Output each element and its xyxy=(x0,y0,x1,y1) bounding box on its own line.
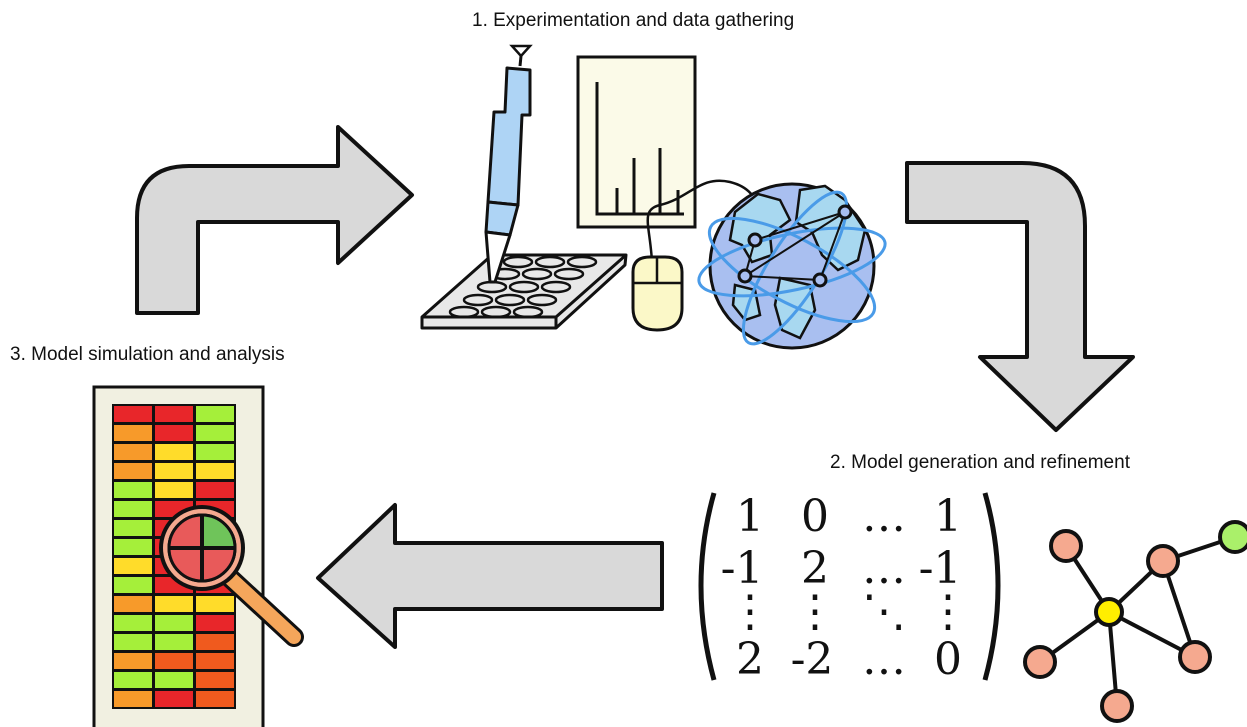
heatmap-cell xyxy=(194,689,236,709)
matrix-cell: -1 xyxy=(919,543,962,594)
heatmap-cell xyxy=(153,689,195,709)
matrix-cell: 2 xyxy=(736,634,764,685)
heatmap-cell xyxy=(153,423,195,443)
heatmap-cell xyxy=(194,442,236,462)
network-globe-icon xyxy=(697,182,887,350)
heatmap-cell xyxy=(194,632,236,652)
chart-paper-icon xyxy=(576,55,697,229)
heatmap-cell xyxy=(112,499,154,519)
matrix-cell: 1 xyxy=(736,491,764,542)
heatmap-cell xyxy=(194,461,236,481)
heatmap-cell xyxy=(112,689,154,709)
heatmap-cell xyxy=(194,404,236,424)
heatmap-cell xyxy=(112,404,154,424)
matrix-cell: 0 xyxy=(801,491,829,542)
heatmap-cell xyxy=(194,670,236,690)
matrix-cell: … xyxy=(862,543,906,594)
heatmap-cell xyxy=(112,670,154,690)
heatmap-cell xyxy=(112,594,154,614)
matrix-cell: -1 xyxy=(721,543,764,594)
heatmap-cell xyxy=(153,461,195,481)
matrix-cell: ⋮ xyxy=(728,586,772,637)
heatmap-cell xyxy=(112,651,154,671)
bent-arrow-right-down xyxy=(905,161,1135,432)
heatmap-cell xyxy=(153,670,195,690)
matrix-icon: 1 0 … 1 -1 2 … -1 ⋮ ⋮ ⋱ ⋮ 2 -2 … 0 xyxy=(698,491,1001,685)
left-arrow xyxy=(316,503,664,649)
matrix-cell: 2 xyxy=(801,543,829,594)
heatmap-cell xyxy=(112,613,154,633)
computer-mouse-icon xyxy=(631,179,762,332)
heatmap-cell xyxy=(112,461,154,481)
heatmap-cell xyxy=(112,537,154,557)
step-1-label: 1. Experimentation and data gathering xyxy=(472,10,795,31)
heatmap-cell xyxy=(153,442,195,462)
heatmap-cell xyxy=(194,651,236,671)
heatmap-cell xyxy=(194,423,236,443)
heatmap-cell xyxy=(153,594,195,614)
step-3-label: 3. Model simulation and analysis xyxy=(10,344,285,365)
heatmap-cell xyxy=(112,575,154,595)
matrix-cell: ⋮ xyxy=(926,586,970,637)
well-plate-icon xyxy=(420,253,628,330)
heatmap-cell xyxy=(194,480,236,500)
matrix-cell: ⋱ xyxy=(862,586,906,637)
pipette-icon xyxy=(484,44,533,284)
heatmap-cell xyxy=(112,518,154,538)
heatmap-cell xyxy=(112,442,154,462)
heatmap-cell xyxy=(153,613,195,633)
matrix-cell: ⋮ xyxy=(793,586,837,637)
heatmap-cell xyxy=(112,423,154,443)
heatmap-cell xyxy=(153,404,195,424)
network-graph-icon xyxy=(1023,520,1247,723)
step-2-label: 2. Model generation and refinement xyxy=(830,452,1130,473)
heatmap-cell xyxy=(194,613,236,633)
heatmap-cell xyxy=(153,651,195,671)
heatmap-cell xyxy=(112,480,154,500)
matrix-cell: -2 xyxy=(791,634,834,685)
heatmap-cell xyxy=(153,480,195,500)
heatmap-cell xyxy=(194,594,236,614)
matrix-cell: 1 xyxy=(934,491,962,542)
matrix-cell: 0 xyxy=(934,634,962,685)
matrix-cell: … xyxy=(862,634,906,685)
heatmap-cell xyxy=(112,556,154,576)
matrix-cell: … xyxy=(862,491,906,542)
heatmap-cell xyxy=(112,632,154,652)
heatmap-cell xyxy=(153,632,195,652)
magnifying-glass-icon xyxy=(159,505,304,647)
bent-arrow-up-right xyxy=(135,125,414,315)
